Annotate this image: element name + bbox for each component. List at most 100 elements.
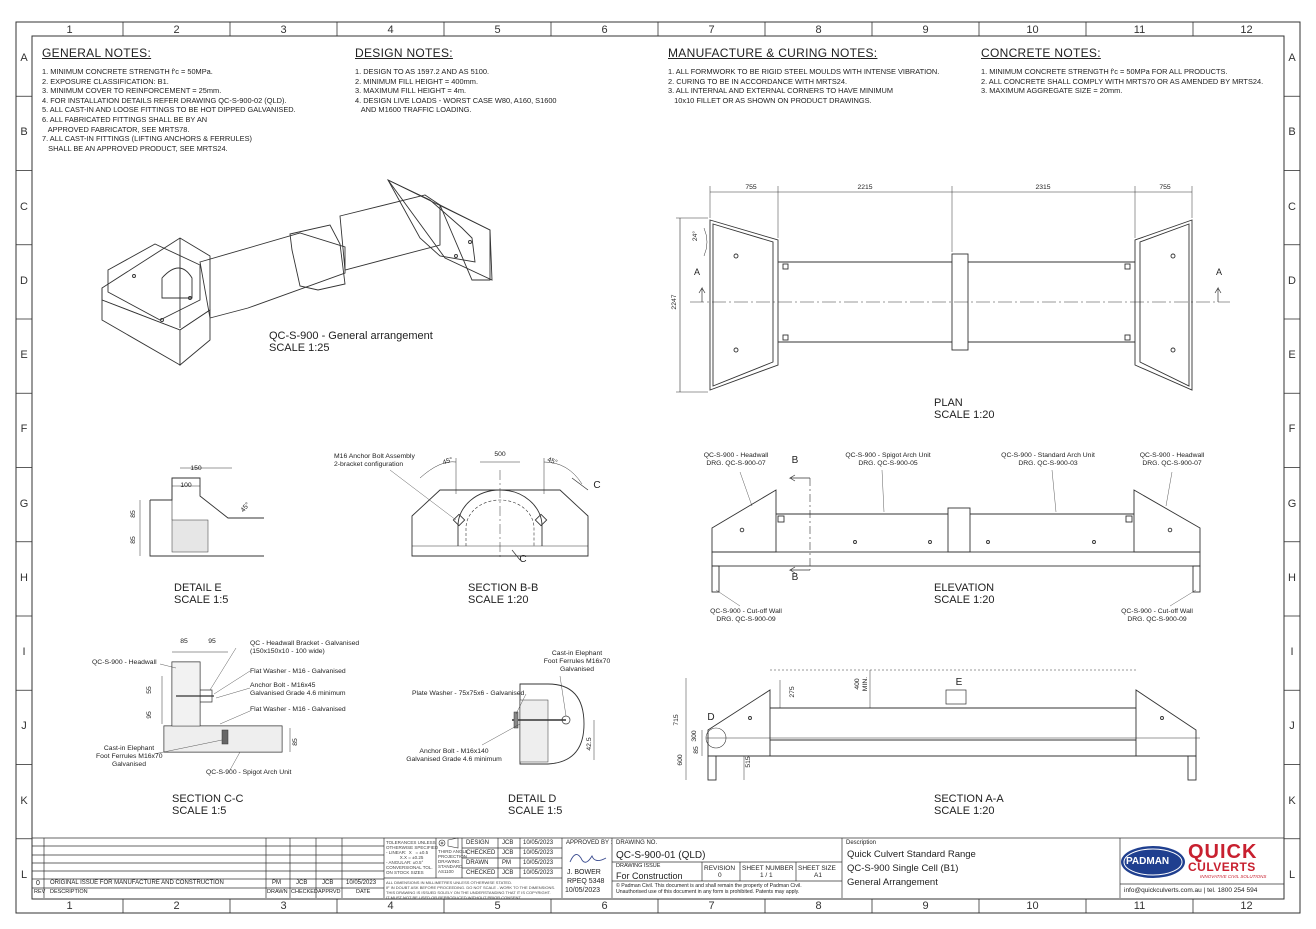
grid-column-label: 2 [173, 900, 180, 912]
grid-row-label: L [1288, 868, 1296, 881]
grid-column-label: 7 [708, 24, 715, 36]
plan-view [676, 186, 1230, 393]
section-cc-label: Flat Washer - M16 - Galvanised [250, 668, 346, 675]
signoff-cell: CHECKED [466, 850, 496, 856]
plan-dim: 755 [745, 184, 757, 191]
section-bb [389, 458, 589, 561]
section-aa-marker: D [707, 712, 715, 723]
description-line: QC-S-900 Single Cell (B1) [847, 863, 959, 874]
grid-column-label: 7 [708, 900, 715, 912]
general-notes-title: GENERAL NOTES: [42, 46, 152, 60]
grid-row-label: K [1288, 794, 1296, 807]
grid-column-label: 12 [1240, 900, 1253, 912]
grid-column-label: 10 [1026, 24, 1039, 36]
section-bb-marker: C [519, 554, 527, 565]
section-bb-marker: C [593, 480, 601, 491]
plan-angle: 24° [692, 230, 699, 242]
grid-column-label: 12 [1240, 24, 1253, 36]
signoff-cell: DESIGN [466, 840, 490, 846]
sheet-number: 1 / 1 [760, 872, 773, 879]
detail-d [481, 675, 595, 765]
grid-row-label: B [20, 126, 28, 139]
detail-e-dim: 85 [130, 510, 137, 518]
section-cc-dim: 95 [146, 711, 153, 719]
elevation-label: QC-S-900 - Headwall DRG. QC-S-900-07 [703, 452, 769, 467]
grid-row-label: L [20, 868, 28, 881]
grid-row-label: D [20, 274, 28, 287]
tolerances: TOLERANCES UNLESS OTHERWISE SPECIFIED - … [386, 840, 439, 875]
concrete-notes-title: CONCRETE NOTES: [981, 46, 1101, 60]
section-aa-dim: 715 [673, 714, 680, 726]
elevation-label: QC-S-900 - Headwall DRG. QC-S-900-07 [1139, 452, 1205, 467]
grid-column-label: 11 [1133, 900, 1146, 912]
grid-column-label: 1 [66, 900, 73, 912]
detail-e-dim: 150 [190, 465, 202, 472]
grid-column-label: 6 [601, 900, 608, 912]
section-cc-dim: 85 [292, 738, 299, 746]
grid-row-label: H [20, 571, 28, 584]
section-aa-dim: 275 [789, 686, 796, 698]
section-cc-label: QC - Headwall Bracket - Galvanised (150x… [250, 640, 360, 655]
drawing-issue: For Construction [616, 871, 683, 881]
signoff-cell: DRAWN [466, 860, 489, 866]
section-aa-dim: 400 MIN. [854, 676, 869, 692]
grid-column-label: 2 [173, 24, 180, 36]
section-aa-dim: 515 [745, 756, 752, 768]
grid-row-label: J [21, 720, 27, 733]
approver-id: RPEQ 5348 [567, 878, 605, 885]
grid-row-label: C [20, 200, 28, 213]
section-cc [153, 647, 291, 771]
grid-column-label: 3 [280, 24, 287, 36]
signoff-cell: JCB [502, 850, 514, 856]
grid-row-label: E [1288, 349, 1296, 362]
rev-header: CHECKED [291, 889, 318, 895]
grid-row-label: I [1290, 646, 1294, 659]
detail-d-label: Anchor Bolt - M16x140 Galvanised Grade 4… [406, 748, 502, 763]
approval-date: 10/05/2023 [565, 887, 601, 894]
section-cc-label: Flat Washer - M16 - Galvanised [250, 706, 346, 713]
sheet-size-label: SHEET SIZE [798, 865, 836, 872]
rev-header: APPRVD [318, 889, 341, 895]
rev-description: ORIGINAL ISSUE FOR MANUFACTURE AND CONST… [50, 880, 224, 886]
ga-isometric [101, 178, 493, 366]
section-cc-label: QC-S-900 - Spigot Arch Unit [206, 769, 292, 776]
detail-d-dim: 42.5 [586, 737, 593, 751]
grid-row-label: G [19, 497, 29, 510]
culverts-logo-text: CULVERTS [1188, 860, 1256, 874]
copyright: © Padman Civil. This document is and sha… [616, 883, 802, 895]
elevation-label: QC-S-900 - Cut-off Wall DRG. QC-S-900-09 [1121, 608, 1193, 623]
detail-d-label: Plate Washer - 75x75x6 - Galvanised [412, 690, 525, 697]
signoff-cell: 10/05/2023 [523, 860, 554, 866]
signoff-cell: 10/05/2023 [523, 850, 554, 856]
signoff-cell: 10/05/2023 [523, 840, 554, 846]
grid-column-label: 9 [922, 24, 929, 36]
revision-value: 0 [718, 872, 722, 879]
plan-dim: 2247 [671, 294, 678, 310]
grid-row-label: K [20, 794, 28, 807]
signoff-cell: JCB [502, 870, 514, 876]
grid-column-label: 5 [494, 24, 501, 36]
signature [569, 854, 607, 863]
grid-row-label: G [1287, 497, 1297, 510]
section-cc-dim: 55 [146, 686, 153, 694]
drawing-no-label: DRAWING NO. [616, 840, 658, 846]
plan-dim: 2315 [1035, 184, 1051, 191]
plan-section-marker: A [1215, 267, 1222, 277]
design-notes-title: DESIGN NOTES: [355, 46, 453, 60]
signoff-cell: PM [502, 860, 511, 866]
section-aa [685, 669, 1200, 781]
projection-symbol [438, 837, 459, 849]
detail-d-label: Cast-in Elephant Foot Ferrules M16x70 Ga… [543, 650, 611, 673]
rev-checked: JCB [296, 880, 308, 886]
rev-drawn: PM [272, 880, 281, 886]
grid-row-label: J [1289, 720, 1295, 733]
contact-info: info@quickculverts.com.au | tel. 1800 25… [1124, 887, 1258, 894]
grid-column-label: 8 [815, 900, 822, 912]
drawing-no: QC-S-900-01 (QLD) [616, 850, 706, 861]
